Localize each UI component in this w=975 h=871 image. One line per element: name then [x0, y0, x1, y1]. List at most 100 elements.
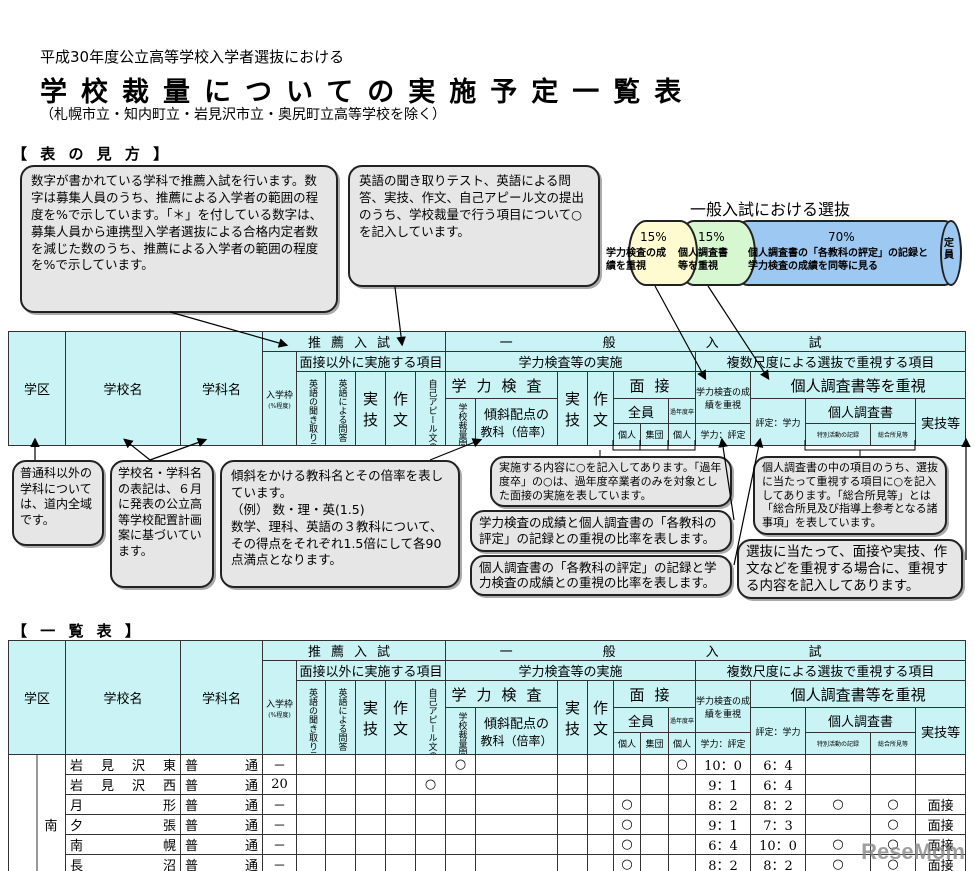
cell — [668, 814, 697, 835]
col-practical-2: 実技 — [557, 680, 589, 755]
col-dept: 学科名 — [180, 640, 263, 755]
cell: ○ — [445, 754, 477, 775]
title-note: （札幌市立・知内町立・岩見沢市立・奥尻町立高等学校を除く） — [40, 107, 446, 123]
district-name: 南 — [44, 819, 58, 834]
col-dept: 学科名 — [180, 331, 263, 446]
seg1-pct: 15% — [640, 230, 667, 244]
col-practical: 実技 — [355, 680, 386, 755]
callout-optional-items: 英語の聞き取りテスト、英語による問答、実技、作文、自己アピール文の提出のうち、学… — [348, 165, 600, 287]
head-report: 個人調査書 — [805, 398, 917, 424]
cell — [296, 814, 326, 835]
dept-name: 普通 — [180, 854, 263, 871]
seg2-label: 個人調査書等を重視 — [678, 248, 728, 272]
col-overall-remarks: 総合所見等 — [870, 732, 917, 755]
col-group: 集団 — [640, 732, 670, 755]
school-name: 夕張 — [65, 814, 181, 835]
seg1-label: 学力検査の成績を重視 — [606, 248, 666, 272]
cell — [915, 774, 967, 795]
cell — [915, 754, 967, 775]
col-weighted-subjects: 傾斜配点の教科（倍率） — [475, 398, 559, 446]
quota-sub: (%程度) — [268, 402, 291, 410]
weighted-label-2: 教科（倍率） — [480, 425, 553, 439]
col-practical-2: 実技 — [557, 371, 589, 446]
cell — [355, 854, 386, 871]
cell — [385, 774, 416, 795]
col-essay: 作文 — [385, 680, 416, 755]
head-academic-test: 学力検査 — [445, 371, 559, 399]
head-non-interview: 面接以外に実施する項目 — [295, 660, 447, 681]
weighted-desc: 傾斜をかける教科名とその倍率を表しています。 — [231, 468, 444, 500]
school-name: 月形 — [65, 794, 181, 815]
callout-admission-quota: 数字が書かれている学科で推薦入試を行います。数字は募集人員のうち、推薦による入学… — [20, 165, 338, 313]
cell: ○ — [805, 794, 872, 815]
cell — [414, 814, 447, 835]
col-school: 学校名 — [65, 331, 181, 446]
col-english-qa: 英語による問答 — [336, 687, 347, 751]
cell: 面接 — [915, 814, 967, 835]
head-multi-scale: 複数尺度による選抜で重視する項目 — [695, 351, 967, 372]
col-exam-weighted: 学力検査の成績を重視 — [695, 371, 752, 424]
cell: 8：2 — [750, 794, 807, 815]
col-district: 学区 — [8, 331, 66, 446]
legend-table: 学区 学校名 学科名 推薦入試 一般入試 入学枠(%程度) 面接以外に実施する項… — [8, 331, 967, 446]
table-header: 学区 学校名 学科名 推薦入試 一般入試 入学枠(%程度) 面接以外に実施する項… — [8, 640, 967, 755]
cell — [325, 794, 356, 815]
col-district: 学区 — [8, 640, 66, 755]
cell: 9：1 — [695, 814, 752, 835]
list-table: 学区 学校名 学科名 推薦入試 一般入試 入学枠(%程度) 面接以外に実施する項… — [8, 640, 967, 871]
cell — [587, 774, 615, 795]
callout-report-items: 個人調査書の中の項目のうち、選抜に当たって重視する項目に○を記入してあります。「… — [753, 456, 947, 535]
page-title: 学校裁量についての実施予定一覧表 — [40, 77, 696, 108]
col-self-appeal: 自己アピール文の提出 — [426, 378, 437, 446]
cell: 10：0 — [695, 754, 752, 775]
cell — [475, 834, 559, 855]
school-name: 長沼 — [65, 854, 181, 871]
dept-name: 普通 — [180, 794, 263, 815]
col-grade-exam-ratio: 評定：学力 — [750, 398, 807, 446]
col-practical-etc: 実技等 — [915, 707, 967, 755]
cell: － — [262, 794, 297, 815]
col-individual: 個人 — [613, 423, 642, 446]
col-practical: 実技 — [355, 371, 386, 446]
title-line1: 平成30年度公立高等学校入学者選抜における — [40, 48, 345, 66]
cell: － — [262, 754, 297, 775]
cell — [587, 794, 615, 815]
callout-implementation: 実施する内容に○を記入してあります。「過年度卒」の○は、過年度卒業者のみを対象と… — [490, 456, 732, 508]
col-exam-grade-ratio: 学力：評定 — [695, 423, 752, 446]
head-report: 個人調査書 — [805, 707, 917, 733]
cell — [475, 814, 559, 835]
cell — [640, 814, 670, 835]
cell — [445, 794, 477, 815]
head-suisen: 推薦入試 — [261, 640, 447, 661]
seg2-pct: 15% — [698, 230, 725, 244]
cell — [668, 834, 697, 855]
head-report-weighted: 個人調査書等を重視 — [750, 371, 967, 399]
cell — [668, 774, 697, 795]
cell: 10：0 — [750, 834, 807, 855]
cell — [445, 814, 477, 835]
section-list: 【 一 覧 表 】 — [12, 622, 144, 640]
weighted-label-2: 教科（倍率） — [480, 734, 553, 748]
cell — [475, 774, 559, 795]
cell — [355, 794, 386, 815]
col-special-activities: 特別活動の記録 — [805, 423, 872, 446]
cell: 7：3 — [750, 814, 807, 835]
weighted-explanation: 数学、理科、英語の３教科について、その得点をそれぞれ1.5倍にして各90点満点と… — [231, 518, 443, 568]
col-essay-2: 作文 — [587, 371, 615, 446]
weighted-label-1: 傾斜配点の — [484, 408, 550, 423]
cell — [445, 854, 477, 871]
cell: ○ — [613, 814, 642, 835]
cell — [805, 754, 872, 775]
cell — [640, 794, 670, 815]
cell — [355, 774, 386, 795]
head-ippan: 一般入試 — [445, 331, 967, 352]
col-practical-etc: 実技等 — [915, 398, 967, 446]
cell — [296, 754, 326, 775]
cell — [557, 834, 589, 855]
col-school-problems: 学校裁量問題 — [456, 712, 467, 755]
